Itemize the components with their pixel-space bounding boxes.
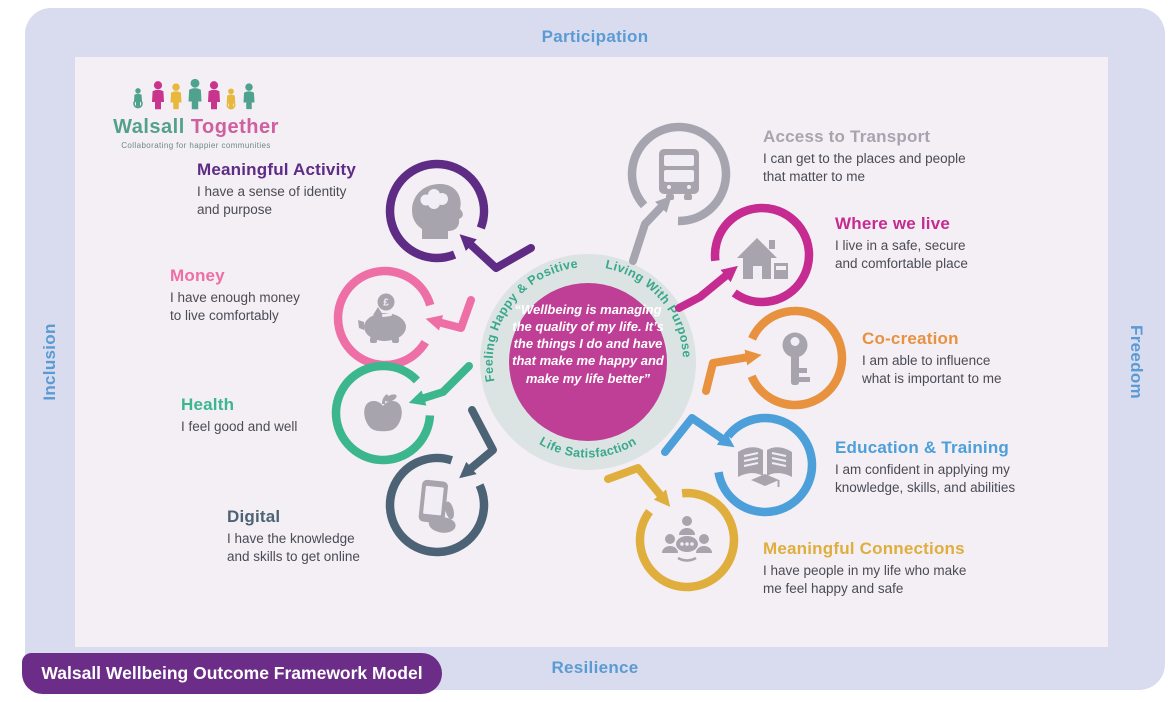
outcome-meaningful-activity: Meaningful Activity I have a sense of id…	[197, 160, 356, 219]
outcome-desc: I live in a safe, secure and comfortable…	[835, 238, 968, 272]
outcome-money: Money I have enough money to live comfor…	[170, 266, 300, 325]
node-meaningful-activity	[385, 159, 535, 272]
key-icon	[782, 332, 810, 385]
node-access-to-transport	[627, 122, 731, 265]
phone-hand-icon	[418, 479, 456, 533]
outcome-desc: I have the knowledge and skills to get o…	[227, 531, 360, 565]
outcome-title: Education & Training	[835, 438, 1010, 457]
people-connection-icon	[662, 516, 712, 562]
wellbeing-quote: “Wellbeing is managing the quality of my…	[512, 302, 664, 386]
node-money: £	[333, 266, 475, 370]
head-brain-icon	[412, 184, 463, 239]
outcome-digital: Digital I have the knowledge and skills …	[227, 507, 360, 566]
outcome-desc: I have people in my life who make me fee…	[763, 563, 967, 597]
bus-icon	[659, 149, 699, 200]
edge-label-resilience: Resilience	[551, 658, 639, 677]
svg-text:£: £	[383, 298, 389, 309]
outcome-education-training: Education & Training I am confident in a…	[835, 438, 1015, 497]
framework-title-badge: Walsall Wellbeing Outcome Framework Mode…	[22, 653, 442, 694]
outcome-title: Meaningful Connections	[763, 539, 965, 558]
open-book-icon	[738, 447, 792, 487]
outcome-desc: I am confident in applying my knowledge,…	[835, 462, 1016, 496]
outcome-desc: I feel good and well	[181, 419, 298, 434]
outcome-access-to-transport: Access to Transport I can get to the pla…	[763, 127, 966, 186]
outcome-where-we-live: Where we live I live in a safe, secure a…	[835, 214, 968, 273]
outcome-desc: I am able to influence what is important…	[862, 353, 1002, 387]
logo-title: Walsall Together	[96, 116, 296, 139]
wellbeing-core-circle	[509, 283, 667, 441]
outcome-title: Where we live	[835, 214, 951, 233]
apple-icon	[364, 394, 402, 432]
node-health	[331, 361, 473, 465]
node-co-creation	[702, 306, 847, 410]
outcome-desc: I have enough money to live comfortably	[170, 290, 300, 324]
piggy-bank-icon: £	[358, 293, 406, 343]
outcome-desc: I can get to the places and people that …	[763, 151, 966, 185]
walsall-together-logo: Walsall Together Collaborating for happi…	[96, 74, 296, 150]
house-icon	[737, 238, 788, 279]
node-digital	[385, 406, 497, 557]
logo-title-together: Together	[190, 116, 279, 138]
outcome-title: Health	[181, 395, 235, 414]
outcome-meaningful-connections: Meaningful Connections I have people in …	[763, 539, 966, 598]
logo-people-figures-icon	[133, 78, 255, 110]
outcome-title: Digital	[227, 507, 281, 526]
logo-title-walsall: Walsall	[113, 116, 185, 138]
outcome-title: Meaningful Activity	[197, 160, 357, 179]
outcome-title: Access to Transport	[763, 127, 931, 146]
outcome-desc: I have a sense of identity and purpose	[197, 184, 347, 218]
node-meaningful-connections	[604, 464, 739, 592]
edge-label-participation: Participation	[541, 27, 649, 46]
outcome-title: Money	[170, 266, 225, 285]
node-where-we-live	[675, 203, 814, 312]
outcome-co-creation: Co-creation I am able to influence what …	[862, 329, 1002, 388]
outcome-title: Co-creation	[862, 329, 959, 348]
logo-tagline: Collaborating for happier communities	[121, 141, 271, 150]
node-education-training	[661, 413, 817, 517]
outcome-health: Health I feel good and well	[181, 395, 297, 436]
